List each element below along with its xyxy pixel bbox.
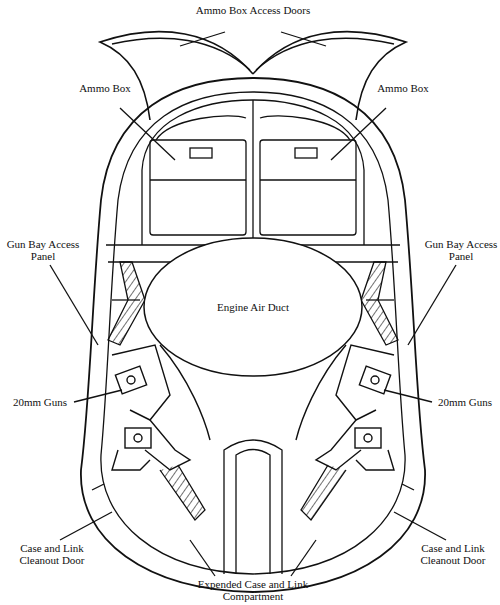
part-label: 20mm Guns bbox=[432, 396, 498, 408]
duct-oval: Engine Air Duct bbox=[143, 237, 363, 377]
part-label: Case and Link Cleanout Door bbox=[6, 542, 98, 566]
part-label: Gun Bay Access Panel bbox=[4, 238, 82, 262]
part-label: Ammo Box bbox=[70, 82, 140, 94]
part-label: Ammo Box Access Doors bbox=[188, 4, 318, 16]
duct-label: Engine Air Duct bbox=[213, 301, 293, 314]
part-label: Expended Case and Link Compartment bbox=[190, 578, 316, 602]
part-label: Gun Bay Access Panel bbox=[424, 238, 498, 262]
part-label: Case and Link Cleanout Door bbox=[408, 542, 498, 566]
part-label: 20mm Guns bbox=[6, 396, 74, 408]
part-label: Ammo Box bbox=[368, 82, 438, 94]
